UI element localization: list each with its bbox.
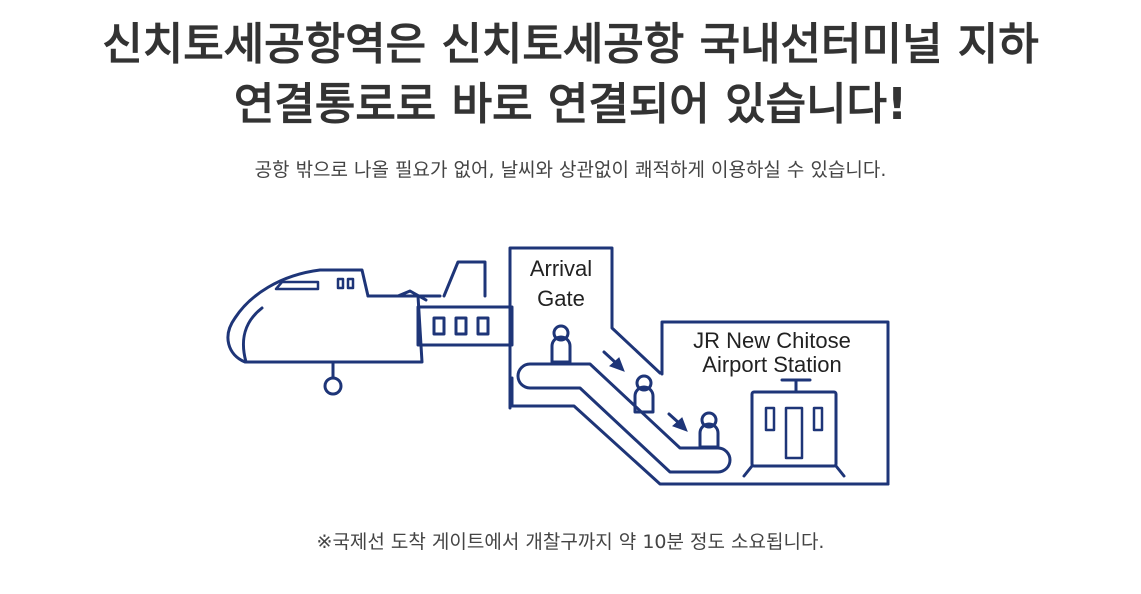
arrival-gate-building — [508, 246, 890, 486]
arrow-down-right-icon — [667, 412, 688, 432]
page-subtitle: 공항 밖으로 나올 필요가 없어, 날씨와 상관없이 쾌적하게 이용하실 수 있… — [254, 159, 887, 181]
gate-label-line-2: Gate — [537, 286, 585, 311]
page-title-line-2: 연결통로로 바로 연결되어 있습니다! — [233, 79, 908, 130]
station-label-line-2: Airport Station — [702, 352, 841, 377]
station-building — [660, 320, 890, 486]
arrow-down-right-icon — [602, 350, 625, 372]
boarding-bridge — [416, 305, 514, 347]
person-icon — [698, 411, 720, 449]
page-title-line-1: 신치토세공항역은 신치토세공항 국내선터미널 지하 — [102, 19, 1039, 70]
escalator — [516, 362, 732, 474]
airplane-icon — [226, 260, 487, 396]
person-icon — [550, 324, 572, 364]
train-icon — [742, 378, 846, 478]
airport-station-diagram: Arrival Gate JR New Chitose Airport Stat… — [226, 246, 890, 486]
person-icon — [633, 374, 655, 414]
gate-label-line-1: Arrival — [530, 256, 592, 281]
station-label-line-1: JR New Chitose — [693, 328, 851, 353]
travel-time-note: ※국제선 도착 게이트에서 개찰구까지 약 10분 정도 소요됩니다. — [316, 531, 825, 553]
